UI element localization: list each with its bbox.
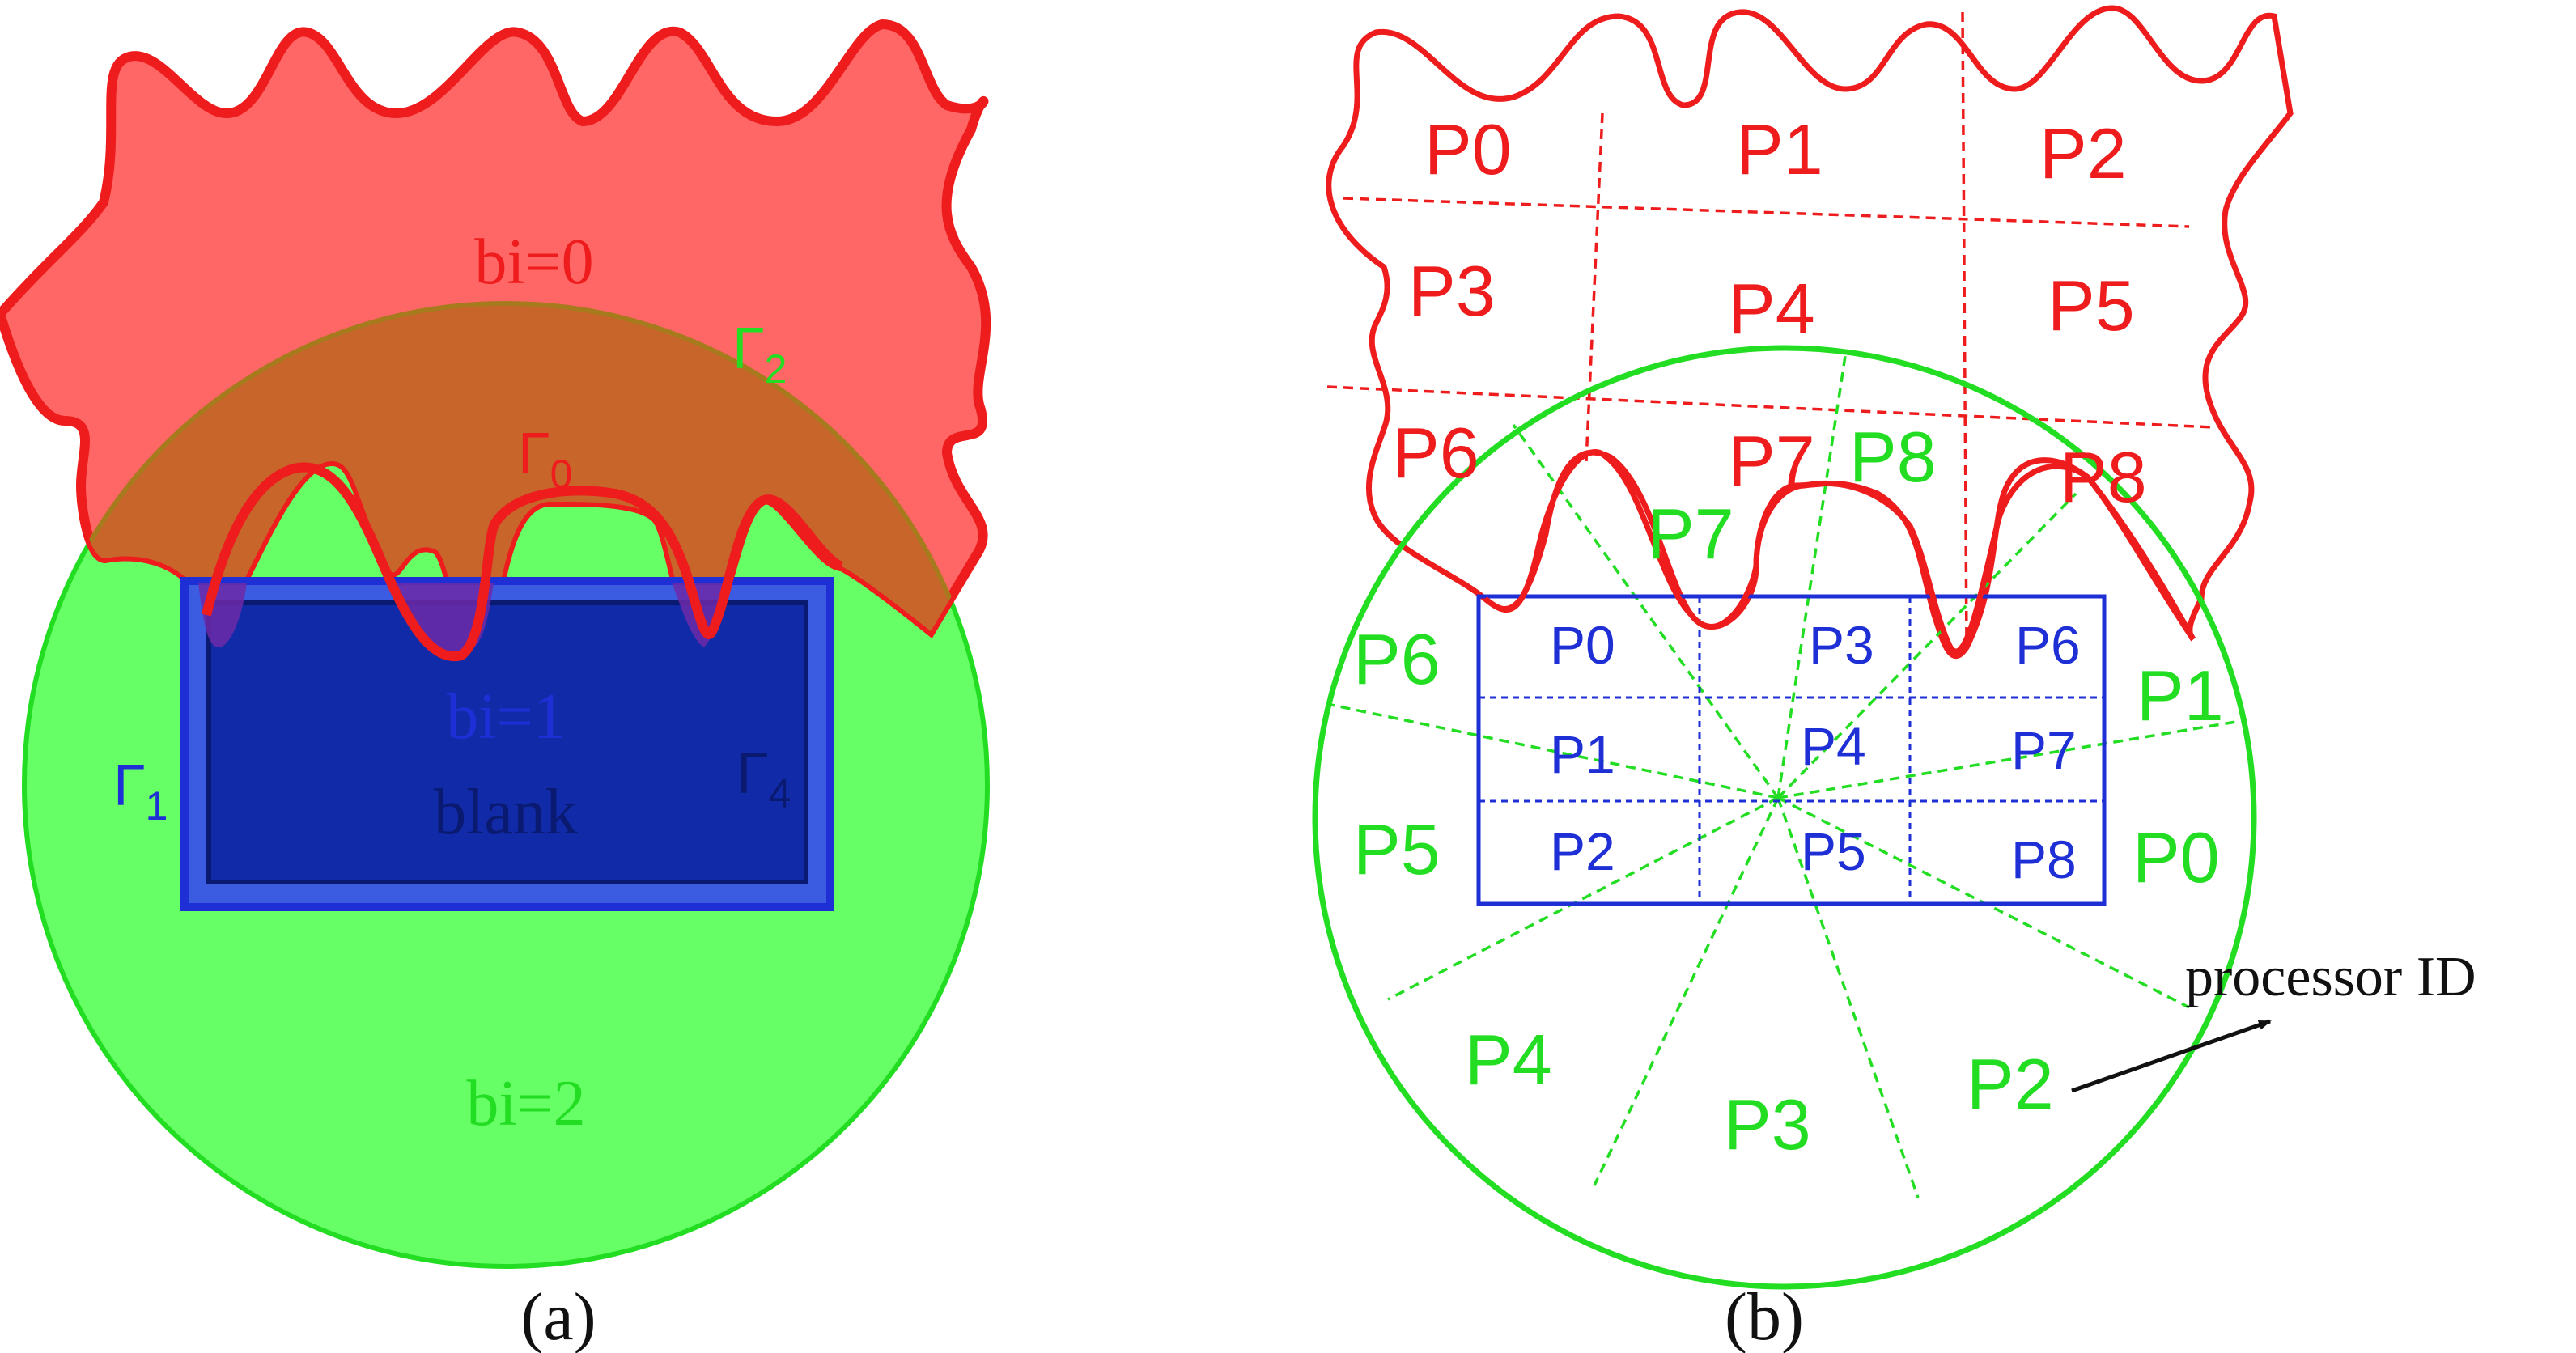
blue-label-p0: P0 <box>1550 615 1615 675</box>
gamma4-label: Γ4 <box>736 741 791 816</box>
green-label-p8: P8 <box>1849 417 1937 497</box>
gamma4-base: Γ <box>736 741 769 806</box>
green-label-p6: P6 <box>1353 619 1441 699</box>
gamma2-sub: 2 <box>765 346 787 392</box>
gamma0-base: Γ <box>518 422 550 486</box>
blue-partition-labels: P0 P1 P2 P3 P4 P5 P6 P7 P8 <box>1550 615 2081 889</box>
caption-a: (a) <box>520 1279 596 1353</box>
gamma4-sub: 4 <box>769 771 791 816</box>
panel-b: P0 P1 P2 P3 P4 P5 P6 P7 P8 P0 P1 P2 P3 P… <box>1312 5 2476 1353</box>
purple-overlap-2 <box>388 583 494 655</box>
gamma0-label: Γ0 <box>518 422 572 497</box>
gamma2-label: Γ2 <box>732 316 787 392</box>
red-label-p1: P1 <box>1736 109 1823 189</box>
blue-label-p5: P5 <box>1801 821 1866 881</box>
red-partition-lines <box>1326 11 2214 648</box>
blue-region-inner <box>206 600 808 884</box>
blue-label-p3: P3 <box>1809 615 1874 675</box>
processor-id-label: processor ID <box>2185 946 2476 1008</box>
green-label-p2: P2 <box>1967 1044 2054 1124</box>
gamma0-curve <box>202 462 844 662</box>
gamma2-base: Γ <box>732 316 765 381</box>
blue-label-p8: P8 <box>2011 829 2077 889</box>
blue-label-p2: P2 <box>1550 821 1615 881</box>
gamma1-sub: 1 <box>146 783 168 829</box>
green-partition-labels: P0 P1 P2 P3 P4 P5 P6 P7 P8 <box>1353 417 2224 1164</box>
red-label-p2: P2 <box>2039 113 2127 193</box>
blue-grid-box <box>1476 594 2107 906</box>
green-region-label: bi=2 <box>466 1068 585 1139</box>
blue-region-sublabel: blank <box>434 777 578 848</box>
red-label-p8: P8 <box>2060 437 2147 517</box>
green-domain-circle <box>1312 345 2257 1290</box>
red-inner-wave <box>1483 449 2196 655</box>
red-label-p7: P7 <box>1728 421 1815 501</box>
green-label-p5: P5 <box>1353 809 1441 889</box>
green-label-p0: P0 <box>2133 817 2220 897</box>
red-label-p3: P3 <box>1408 251 1496 331</box>
red-partition-labels: P0 P1 P2 P3 P4 P5 P6 P7 P8 <box>1392 109 2147 517</box>
gamma1-base: Γ <box>113 753 146 818</box>
gamma0-sub: 0 <box>550 452 573 497</box>
red-label-p6: P6 <box>1392 413 1479 493</box>
red-label-p4: P4 <box>1728 269 1815 349</box>
blue-grid-lines <box>1479 596 2104 904</box>
processor-id-arrow <box>2071 1019 2272 1093</box>
gamma1-label: Γ1 <box>113 753 168 829</box>
green-label-p4: P4 <box>1465 1020 1552 1100</box>
blue-label-p6: P6 <box>2015 615 2081 675</box>
blue-label-p1: P1 <box>1550 724 1615 784</box>
panel-a: bi=0 bi=1 blank bi=2 Γ0 Γ2 Γ1 Γ4 (a) <box>0 24 987 1353</box>
green-label-p3: P3 <box>1724 1084 1811 1164</box>
caption-b: (b) <box>1725 1279 1804 1353</box>
red-label-p0: P0 <box>1424 109 1512 189</box>
red-region-label: bi=0 <box>474 227 593 298</box>
blue-label-p4: P4 <box>1801 716 1866 776</box>
blue-label-p7: P7 <box>2011 720 2077 780</box>
green-label-p1: P1 <box>2137 655 2224 736</box>
red-label-p5: P5 <box>2048 265 2135 346</box>
blue-region-label: bi=1 <box>446 681 565 753</box>
green-label-p7: P7 <box>1647 494 1734 574</box>
